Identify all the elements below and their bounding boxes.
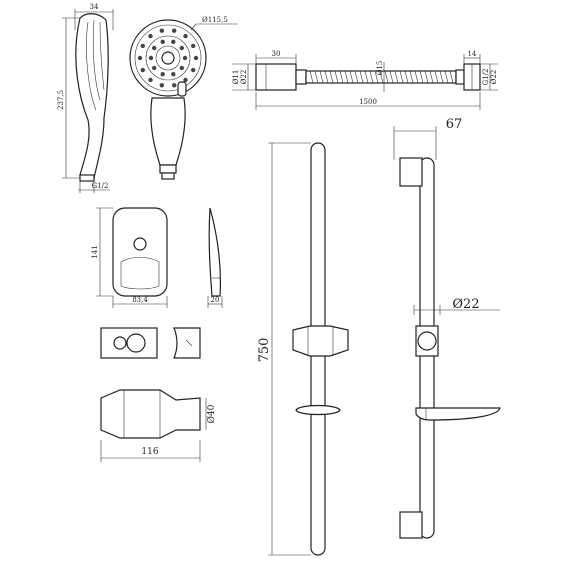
- dim-face-diameter: Ø115,5: [202, 16, 228, 24]
- hose-rib: [359, 70, 364, 84]
- hose-rib: [434, 70, 439, 84]
- spray-nozzle: [179, 65, 184, 71]
- spray-nozzle: [183, 77, 188, 83]
- hose-rib: [384, 70, 389, 84]
- hose-rib: [364, 70, 369, 84]
- hose-rib: [349, 70, 354, 84]
- spray-nozzle: [159, 83, 164, 88]
- handshower-side-view: 34 237,5 G1/2: [57, 3, 114, 193]
- dim-handshower-depth: 34: [90, 3, 99, 11]
- spray-nozzle: [172, 83, 177, 88]
- hose-rib: [429, 70, 434, 84]
- hose-rib: [419, 70, 424, 84]
- dim-soap-width: 83,4: [132, 296, 148, 304]
- hose-rib: [324, 70, 329, 84]
- spray-nozzle: [172, 28, 177, 33]
- slider-side-view: 116 Ø40: [100, 389, 217, 462]
- hose-rib: [444, 70, 449, 84]
- hose-rib: [329, 70, 334, 84]
- dim-hose-left-b: Ø22: [240, 70, 248, 85]
- dim-slider-width: 116: [141, 447, 158, 457]
- soap-dish-front: 141 83,4: [91, 207, 168, 308]
- spray-nozzles: [137, 28, 199, 88]
- hose-rib: [379, 70, 384, 84]
- sliding-bar-front: 750: [257, 142, 349, 556]
- spray-nozzle: [148, 77, 153, 83]
- hose-rib: [414, 70, 419, 84]
- handshower-front-view: Ø115,5: [129, 16, 238, 180]
- spray-nozzle: [191, 67, 196, 73]
- spray-nozzle: [152, 45, 157, 51]
- sliding-bar-side: 67 Ø22: [393, 117, 501, 539]
- dim-hose-end: 14: [468, 50, 477, 58]
- spray-nozzle: [193, 55, 199, 61]
- soap-dish-side: 20: [207, 207, 223, 308]
- spray-nozzle: [171, 39, 176, 44]
- spray-nozzle: [159, 28, 164, 33]
- spray-nozzle: [183, 33, 188, 39]
- hose-rib: [344, 70, 349, 84]
- dim-hose-length: 1500: [359, 98, 377, 106]
- hose-rib: [334, 70, 339, 84]
- hose-rib: [319, 70, 324, 84]
- hose-rib: [314, 70, 319, 84]
- spray-nozzle: [152, 65, 157, 71]
- spray-nozzle: [171, 72, 176, 77]
- hose-rib: [394, 70, 399, 84]
- hose-rib: [439, 70, 444, 84]
- spray-nozzle: [160, 39, 165, 44]
- spray-nozzle: [140, 43, 145, 49]
- spray-nozzle: [148, 55, 154, 61]
- hose-rib: [354, 70, 359, 84]
- dim-hose-right-b: Ø22: [490, 70, 498, 85]
- dim-hose-right: G1/2: [482, 69, 490, 86]
- dim-bar-length: 750: [257, 338, 272, 363]
- hose-rib: [409, 70, 414, 84]
- dim-bar-diameter: Ø22: [452, 297, 479, 312]
- dim-bar-offset: 67: [446, 117, 463, 132]
- dim-handshower-length: 237,5: [57, 90, 65, 110]
- dim-soap-height: 141: [91, 245, 99, 258]
- hose-view: 30 14 1500 Ø11 Ø22 Ø15 G1/2 Ø22: [232, 50, 498, 110]
- hose-rib: [389, 70, 394, 84]
- hose-rib: [369, 70, 374, 84]
- spray-nozzle: [191, 43, 196, 49]
- hose-rib: [339, 70, 344, 84]
- hose-rib: [309, 70, 314, 84]
- hose-rib: [449, 70, 454, 84]
- dim-hose-core: Ø15: [376, 61, 384, 76]
- hose-rib: [404, 70, 409, 84]
- hose-rib: [399, 70, 404, 84]
- dim-hose-nut: 30: [272, 50, 281, 58]
- dim-hose-left-a: Ø11: [232, 70, 240, 85]
- spray-nozzle: [182, 55, 188, 61]
- hose-ribs: [309, 70, 454, 84]
- spray-nozzle: [148, 33, 153, 39]
- dim-soap-depth: 20: [211, 296, 220, 304]
- hose-rib: [424, 70, 429, 84]
- spray-nozzle: [137, 55, 143, 61]
- spray-nozzle: [179, 45, 184, 51]
- dim-slider-height: Ø40: [206, 404, 217, 423]
- spray-nozzle: [160, 72, 165, 77]
- dim-handshower-thread: G1/2: [92, 182, 109, 190]
- slider-top-view: [100, 327, 201, 359]
- spray-nozzle: [140, 67, 145, 73]
- hose-rib: [374, 70, 379, 84]
